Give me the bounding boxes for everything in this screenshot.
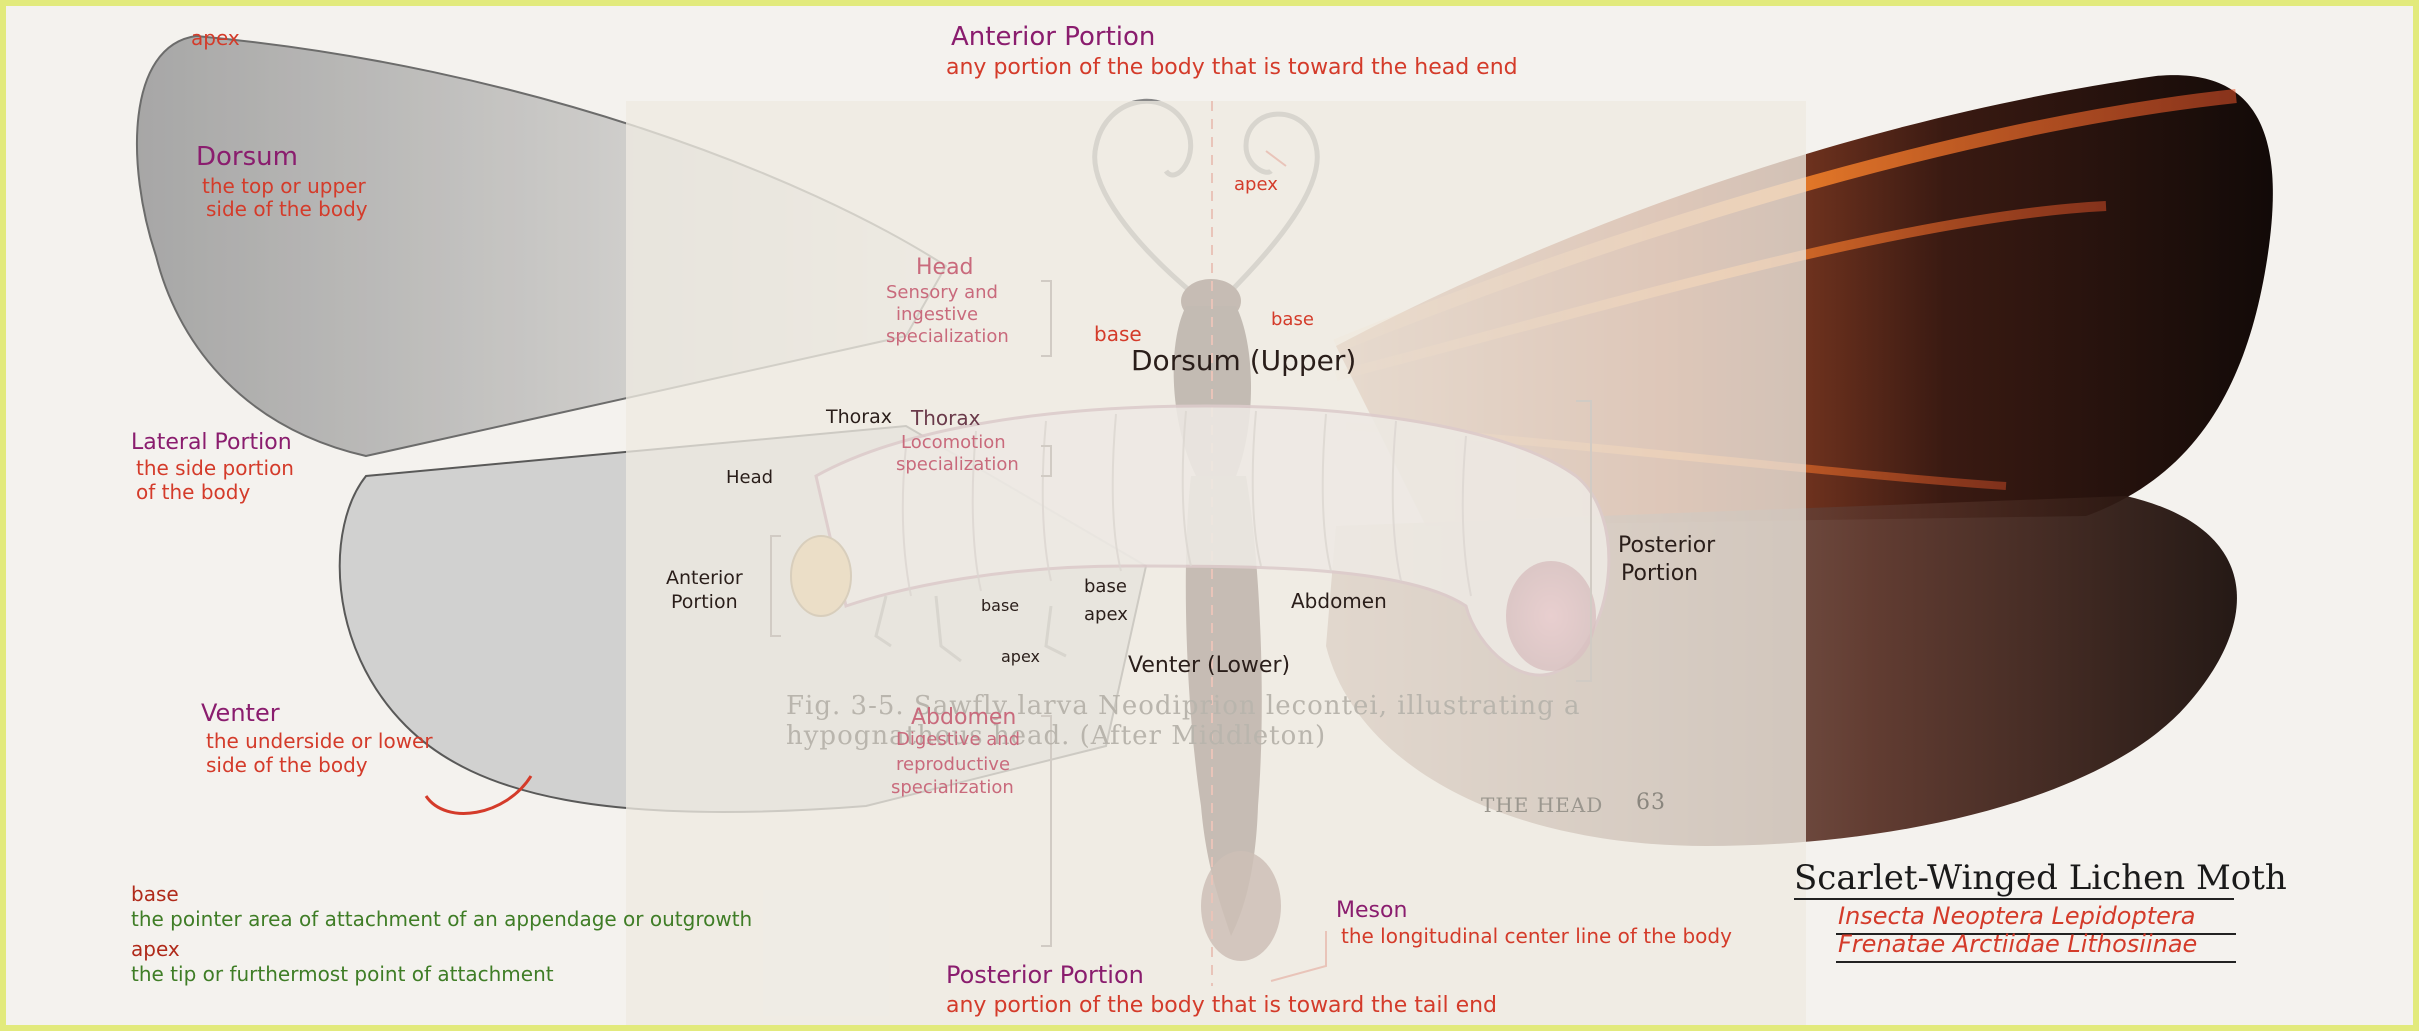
dorsum-definition-2: side of the body: [206, 199, 368, 220]
book-page-number: 63: [1636, 790, 1666, 815]
book-caption-line-1: Fig. 3-5. Sawfly larva Neodiprion lecont…: [786, 691, 1581, 721]
base-arrow-label: base: [1271, 311, 1314, 330]
larva-head-label: Head: [726, 469, 773, 488]
lateral-portion-definition-2: of the body: [136, 482, 250, 503]
specimen-name-underline: [1794, 898, 2234, 900]
posterior-portion-label-2: Portion: [1621, 562, 1698, 585]
head-region-definition-1: Sensory and: [886, 284, 998, 303]
specimen-name: Scarlet-Winged Lichen Moth: [1794, 861, 2287, 897]
illustration-sheet: Fig. 3-5. Sawfly larva Neodiprion lecont…: [6, 6, 2413, 1025]
book-caption-line-2: hypognathous head. (After Middleton): [786, 721, 1326, 751]
leg-apex-label: apex: [1084, 606, 1128, 625]
larva-apex-label: apex: [1001, 649, 1040, 666]
larva-anterior-label-1: Anterior: [666, 569, 743, 589]
lateral-portion-title: Lateral Portion: [131, 431, 292, 454]
head-region-title: Head: [916, 256, 974, 279]
posterior-portion-definition: any portion of the body that is toward t…: [946, 994, 1497, 1017]
dorsum-title: Dorsum: [196, 144, 298, 171]
dorsum-upper-label: Dorsum (Upper): [1131, 346, 1356, 375]
abdomen-label: Abdomen: [1291, 591, 1387, 612]
apex-arrow-label: apex: [1234, 176, 1278, 195]
venter-title: Venter: [201, 701, 280, 726]
taxonomy-line-1: Insecta Neoptera Lepidoptera: [1838, 904, 2195, 929]
lateral-portion-definition-1: the side portion: [136, 458, 294, 479]
apex-definition: the tip or furthermost point of attachme…: [131, 964, 554, 985]
book-running-head: THE HEAD: [1481, 793, 1603, 817]
venter-definition-1: the underside or lower: [206, 731, 433, 752]
venter-definition-2: side of the body: [206, 755, 368, 776]
base-term: base: [131, 884, 179, 905]
anterior-portion-definition: any portion of the body that is toward t…: [946, 56, 1518, 79]
abdomen-region-title: Abdomen: [911, 706, 1016, 729]
head-region-definition-2: ingestive: [896, 306, 978, 325]
abdomen-region-definition-1: Digestive and: [896, 731, 1020, 750]
thorax-label-1: Thorax: [826, 408, 892, 428]
dorsum-definition-1: the top or upper: [202, 176, 366, 197]
abdomen-region-definition-2: reproductive: [896, 756, 1010, 775]
thorax-region-definition-1: Locomotion: [901, 434, 1006, 453]
larva-anterior-label-2: Portion: [671, 593, 738, 613]
posterior-portion-label-1: Posterior: [1618, 534, 1715, 557]
meson-definition: the longitudinal center line of the body: [1341, 926, 1732, 947]
base-definition: the pointer area of attachment of an app…: [131, 909, 752, 930]
abdomen-region-definition-3: specialization: [891, 779, 1014, 798]
leg-base-label: base: [1084, 578, 1127, 597]
taxonomy-line-2: Frenatae Arctiidae Lithosiinae: [1838, 932, 2197, 957]
taxonomy-line-2-underline: [1836, 961, 2236, 963]
apex-top-label: apex: [191, 28, 240, 49]
apex-term: apex: [131, 939, 180, 960]
venter-lower-label: Venter (Lower): [1128, 654, 1290, 677]
thorax-region-title: Thorax: [911, 408, 980, 429]
posterior-portion-title: Posterior Portion: [946, 963, 1144, 988]
meson-title: Meson: [1336, 899, 1407, 922]
anterior-portion-title: Anterior Portion: [951, 24, 1155, 51]
larva-base-label: base: [981, 598, 1019, 615]
base-pink-label: base: [1094, 324, 1142, 345]
head-region-definition-3: specialization: [886, 328, 1009, 347]
thorax-region-definition-2: specialization: [896, 456, 1019, 475]
